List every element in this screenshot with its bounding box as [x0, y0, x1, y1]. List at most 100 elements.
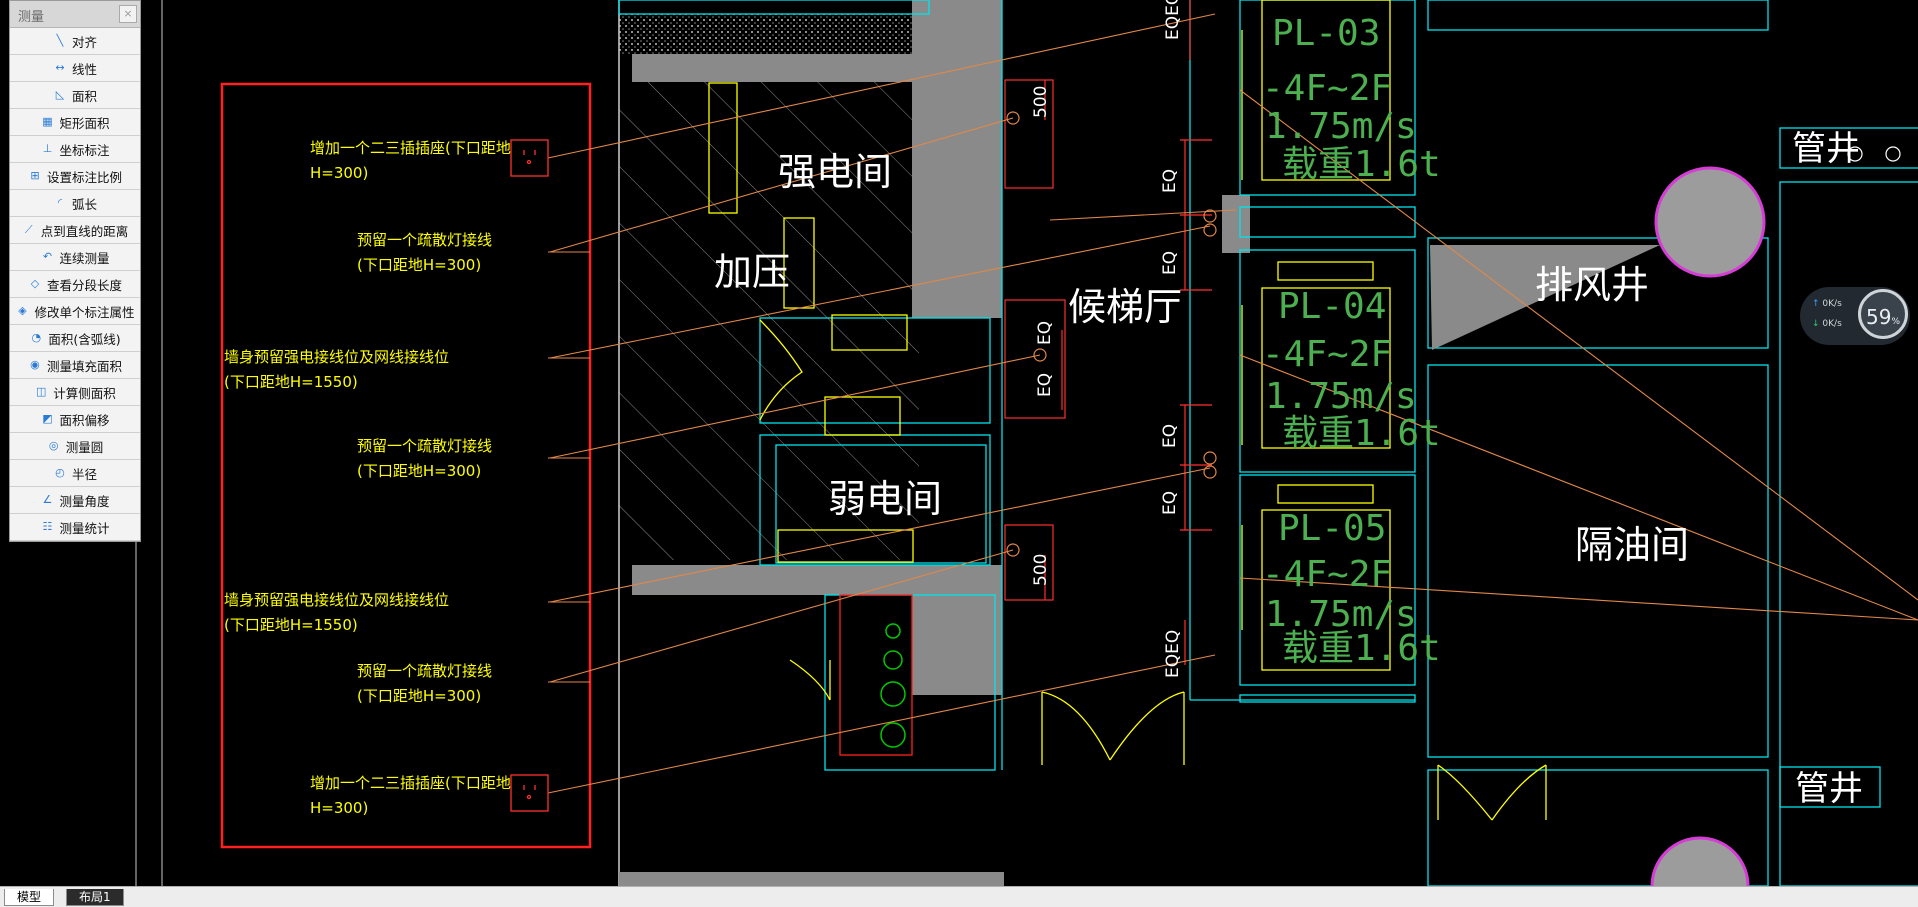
tool-linear-button[interactable]: ↔线性 [10, 55, 140, 82]
network-speed-widget[interactable]: ↑ 0K/s ↓ 0K/s 59% [1800, 287, 1910, 345]
elevator-speed: 1.75m/s [1265, 106, 1417, 147]
area-icon: ◺ [55, 88, 65, 101]
tool-label: 测量圆 [65, 439, 104, 455]
scale-icon: ⊞ [30, 169, 40, 182]
annotation-wall-power-line1: 墙身预留强电接线位及网线接线位 [224, 591, 449, 609]
panel-title: 测量 [18, 10, 45, 25]
tool-label: 面积(含弧线) [48, 331, 121, 347]
arrow-down-icon: ↓ [1812, 319, 1820, 329]
tool-label: 点到直线的距离 [40, 223, 129, 239]
point-line-icon: ⟋ [24, 223, 33, 236]
layout-tab-bar: 模型 布局1 [0, 886, 1918, 907]
tool-label: 测量填充面积 [46, 358, 122, 374]
annotation-socket-line2: H=300) [310, 799, 368, 817]
coordinate-icon: ⊥ [42, 142, 53, 155]
tool-point-line-button[interactable]: ⟋ 点到直线的距离 [10, 217, 140, 244]
dimension-eq: EQ [1160, 169, 1180, 193]
angle-icon: ∠ [42, 493, 53, 506]
gray-wall [912, 0, 1002, 318]
tool-label: 半径 [71, 466, 97, 482]
tool-edit-dim-button[interactable]: ◈修改单个标注属性 [10, 298, 140, 325]
panel-header[interactable]: 测量 × [10, 1, 140, 28]
tool-radius-button[interactable]: ◴半径 [10, 460, 140, 487]
tool-arc-area-button[interactable]: ◔面积(含弧线) [10, 325, 140, 352]
tool-segment-button[interactable]: ◇查看分段长度 [10, 271, 140, 298]
side-area-icon: ◫ [36, 385, 47, 398]
tool-area-button[interactable]: ◺ 面积 [10, 82, 140, 109]
room-label-weak-current: 弱电间 [828, 477, 942, 521]
annotation-wall-power-line2: (下口距地H=1550) [224, 373, 358, 391]
close-icon[interactable]: × [119, 5, 137, 23]
memory-percent-ring[interactable]: 59% [1858, 289, 1908, 339]
tool-label: 设置标注比例 [46, 169, 122, 185]
tool-rect-area-button[interactable]: ▦ 矩形面积 [10, 109, 140, 136]
tab-layout1[interactable]: 布局1 [66, 889, 124, 906]
gray-wall [632, 54, 914, 82]
tool-arc-length-button[interactable]: ◜弧长 [10, 190, 140, 217]
tool-label: 计算侧面积 [53, 385, 116, 401]
shaft-symbols [1847, 146, 1901, 162]
annotation-emergency-light-line1: 预留一个疏散灯接线 [357, 662, 492, 680]
dimension-500: 500 [1031, 554, 1051, 586]
annotation-socket-line2: H=300) [310, 164, 368, 182]
annotation-emergency-light-line2: (下口距地H=300) [357, 256, 481, 274]
tool-stats-button[interactable]: ☷测量统计 [10, 514, 140, 541]
tool-fill-area-button[interactable]: ◉ 测量填充面积 [10, 352, 140, 379]
tool-label: 测量角度 [59, 493, 110, 509]
upload-value: 0K/s [1822, 299, 1842, 309]
tool-offset-button[interactable]: ◩面积偏移 [10, 406, 140, 433]
dimension-500: 500 [1031, 86, 1051, 118]
tool-align-button[interactable]: ╲对齐 [10, 28, 140, 55]
tool-angle-button[interactable]: ∠ 测量角度 [10, 487, 140, 514]
rect-area-icon: ▦ [42, 115, 53, 128]
tool-coordinate-button[interactable]: ⊥坐标标注 [10, 136, 140, 163]
stats-icon: ☷ [42, 520, 53, 533]
room-label-pipe-shaft: 管井 [1795, 769, 1863, 809]
continuous-icon: ↶ [42, 250, 53, 263]
dimension-lines [1004, 0, 1212, 665]
tab-model[interactable]: 模型 [4, 889, 55, 906]
gray-wall [912, 565, 1002, 695]
elevator-speed: 1.75m/s [1265, 594, 1417, 635]
tool-label: 修改单个标注属性 [34, 304, 135, 320]
dimension-eq: EQ [1160, 424, 1180, 448]
fixtures [880, 623, 906, 748]
segment-icon: ◇ [30, 277, 40, 290]
tool-circle-button[interactable]: ◎ 测量圆 [10, 433, 140, 460]
annotation-emergency-light-line1: 预留一个疏散灯接线 [357, 231, 492, 249]
tool-scale-button[interactable]: ⊞ 设置标注比例 [10, 163, 140, 190]
elevator-floors: -4F~2F [1262, 334, 1392, 375]
circle-icon: ◎ [48, 439, 59, 452]
tool-label: 连续测量 [59, 250, 110, 266]
annotation-wall-power-line2: (下口距地H=1550) [224, 616, 358, 634]
equipment-box [839, 594, 913, 756]
room-label-pressurization: 加压 [714, 250, 790, 294]
elevator-cars [708, 0, 1547, 821]
elevator-id: PL-04 [1278, 286, 1386, 327]
elevator-load: 载重1.6t [1282, 144, 1441, 185]
annotation-underlines [548, 251, 590, 683]
tool-label: 面积 [71, 88, 97, 104]
tool-side-area-button[interactable]: ◫ 计算侧面积 [10, 379, 140, 406]
dimension-eqeq: EQEQ [1163, 0, 1183, 40]
download-value: 0K/s [1822, 319, 1842, 329]
elevator-load: 载重1.6t [1282, 413, 1441, 454]
dimension-eq: EQ [1160, 491, 1180, 515]
annotation-emergency-light-line1: 预留一个疏散灯接线 [357, 437, 492, 455]
download-speed: ↓ 0K/s [1812, 319, 1842, 329]
room-label-strong-current: 强电间 [778, 150, 892, 194]
room-outlines [618, 0, 1918, 887]
dotted-slab [619, 14, 914, 54]
arrow-up-icon: ↑ [1812, 299, 1820, 309]
tool-label: 线性 [71, 61, 97, 77]
annotation-socket-line1: 增加一个二三插插座(下口距地 [310, 139, 511, 157]
fill-area-icon: ◉ [30, 358, 40, 371]
elevator-speed: 1.75m/s [1265, 376, 1417, 417]
tool-continuous-button[interactable]: ↶ 连续测量 [10, 244, 140, 271]
measure-tool-panel: 测量 × ╲对齐 ↔线性 ◺ 面积 ▦ 矩形面积 ⊥坐标标注 ⊞ 设置标注比例 ◜弧长… [9, 0, 141, 542]
tool-label: 面积偏移 [59, 412, 110, 428]
percent-unit: % [1891, 317, 1900, 327]
room-label-elevator-hall: 候梯厅 [1068, 285, 1182, 329]
tool-label: 矩形面积 [59, 115, 110, 131]
